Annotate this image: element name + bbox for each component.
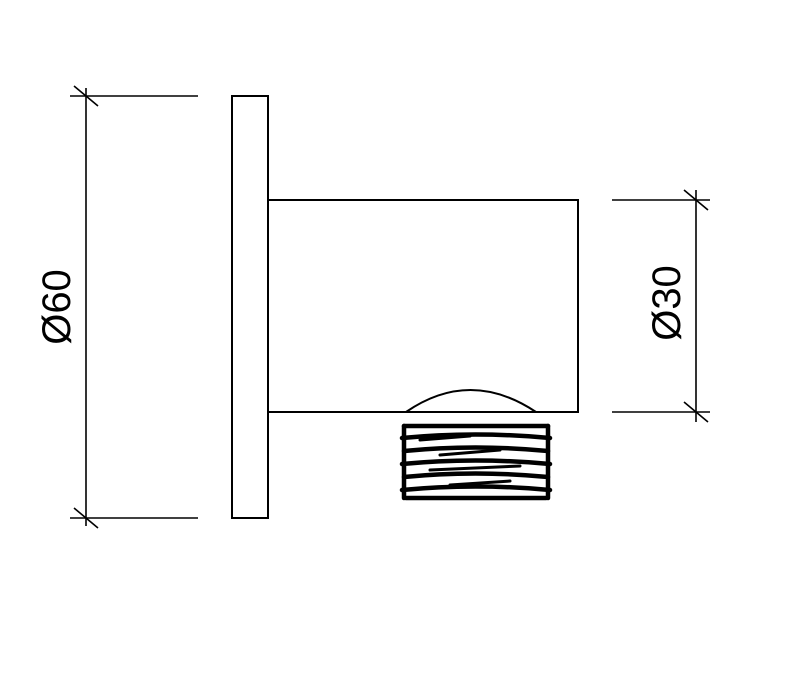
tick-mark-bottom bbox=[683, 401, 709, 423]
wall-flange bbox=[231, 95, 269, 519]
body-diameter-label: Ø30 bbox=[645, 265, 689, 341]
outlet-dome bbox=[405, 389, 537, 413]
dimension-outer-diameter: Ø60 bbox=[35, 85, 198, 529]
outer-diameter-label: Ø60 bbox=[35, 269, 79, 345]
tick-mark-top bbox=[683, 189, 709, 211]
dimension-body-diameter: Ø30 bbox=[612, 189, 710, 423]
tick-mark-top bbox=[73, 85, 99, 107]
threaded-outlet-icon bbox=[399, 423, 553, 501]
outlet-body bbox=[268, 199, 579, 413]
tick-mark-bottom bbox=[73, 507, 99, 529]
